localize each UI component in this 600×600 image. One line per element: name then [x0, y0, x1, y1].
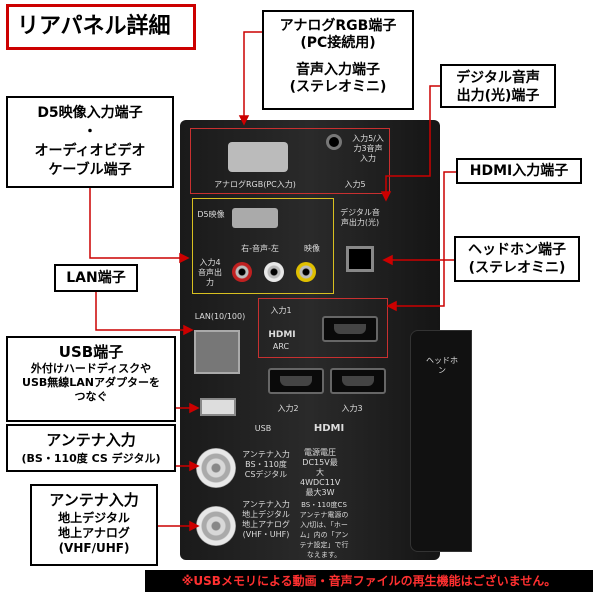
headphone-label: ヘッドホン: [426, 356, 458, 375]
callout-antenna-bs: アンテナ入力 (BS・110度 CS デジタル): [6, 424, 176, 472]
antenna-ter-title: アンテナ入力: [49, 491, 139, 509]
headphone-line1: ヘッドホン端子: [468, 242, 566, 258]
hdmi-port-1: [322, 316, 378, 342]
usb-label: USB: [254, 424, 272, 433]
leader-lan: [95, 292, 188, 331]
rca-yellow-jack: [296, 262, 316, 282]
callout-hdmi-in: HDMI入力端子: [456, 158, 582, 184]
antenna-bs-sub: (BS・110度 CS デジタル): [21, 452, 161, 465]
d5-label: D5映像: [197, 210, 225, 219]
antenna-bs-connector: [196, 448, 236, 488]
d5-line3: オーディオビデオ: [34, 143, 146, 159]
callout-analog-rgb: アナログRGB端子 (PC接続用) 音声入力端子 (ステレオミニ): [262, 10, 414, 110]
antenna-terrestrial-connector: [196, 506, 236, 546]
lan-port: [194, 330, 240, 374]
callout-d5: D5映像入力端子 ・ オーディオビデオ ケーブル端子: [6, 96, 174, 188]
lan-label: LAN(10/100): [194, 312, 246, 321]
usb-port: [200, 398, 236, 416]
rca-white-jack: [264, 262, 284, 282]
arc-label: ARC: [272, 342, 290, 351]
leader-digital-audio: [385, 85, 440, 198]
input2-label: 入力2: [277, 404, 299, 413]
digital-audio-line2: 出力(光)端子: [456, 88, 540, 104]
rca-label: 右-音声-左: [241, 244, 279, 253]
input5-audio-label: 入力5/入力3音声入力: [352, 134, 384, 163]
leader-hdmi-in: [392, 171, 456, 307]
usb-title: USB端子: [58, 343, 124, 361]
leader-analog-rgb: [243, 31, 262, 122]
power-label: 電源電圧DC15V最大4WDC11V最大3W: [300, 448, 341, 497]
d5-frame: [192, 198, 334, 294]
audio-in-jack: [326, 134, 342, 150]
hdmi-port-2: [268, 368, 324, 394]
hdmi-logo-2: HDMI: [313, 423, 345, 434]
analog-rgb-port: [228, 142, 288, 172]
antenna-bs-label: アンテナ入力BS・110度CSデジタル: [242, 450, 290, 479]
optical-port: [346, 246, 374, 272]
hdmi-logo-1: HDMI: [268, 330, 296, 340]
notice-banner: ※USBメモリによる動画・音声ファイルの再生機能はございません。: [145, 570, 593, 592]
callout-lan: LAN端子: [54, 264, 138, 292]
d5-port: [232, 208, 278, 228]
analog-rgb-line2: (PC接続用): [300, 35, 376, 51]
digital-audio-label: デジタル音声出力(光): [340, 208, 380, 227]
analog-rgb-frame: [190, 128, 390, 194]
audio-in-line1: 音声入力端子: [296, 62, 380, 78]
input4-label: 入力4音声出力: [198, 258, 222, 287]
input3-label: 入力3: [341, 404, 363, 413]
antenna-ter-line2: 地上アナログ: [58, 526, 130, 540]
callout-antenna-terrestrial: アンテナ入力 地上デジタル 地上アナログ (VHF/UHF): [30, 484, 158, 566]
usb-line3: つなぐ: [74, 390, 108, 403]
callout-digital-audio: デジタル音声 出力(光)端子: [440, 64, 556, 108]
d5-line2: ・: [83, 124, 97, 140]
usb-line2: USB無線LANアダプターを: [22, 376, 160, 389]
callout-usb: USB端子 外付けハードディスクや USB無線LANアダプターを つなぐ: [6, 336, 176, 422]
rca-red-jack: [232, 262, 252, 282]
antenna-ter-line3: (VHF/UHF): [58, 541, 130, 555]
bs-note-label: BS・110度CSアンテナ電源の入/切は、「ホーム」内の「アンテナ設定」で行なえ…: [299, 501, 349, 559]
digital-audio-line1: デジタル音声: [456, 70, 540, 86]
leader-d5: [89, 188, 184, 259]
video-label: 映像: [304, 244, 320, 253]
panel-side: [410, 330, 472, 552]
callout-headphone: ヘッドホン端子 (ステレオミニ): [454, 236, 580, 282]
d5-line1: D5映像入力端子: [37, 105, 143, 121]
input5-label: 入力5: [344, 180, 366, 189]
antenna-terrestrial-label: アンテナ入力地上デジタル地上アナログ(VHF・UHF): [242, 500, 290, 539]
antenna-ter-line1: 地上デジタル: [58, 511, 130, 525]
hdmi-port-3: [330, 368, 386, 394]
headphone-line2: (ステレオミニ): [468, 260, 566, 276]
usb-line1: 外付けハードディスクや: [30, 362, 152, 375]
page-title: リアパネル詳細: [6, 4, 196, 50]
analog-rgb-label: アナログRGB(PC入力): [214, 180, 296, 189]
analog-rgb-line1: アナログRGB端子: [279, 18, 397, 34]
input1-label: 入力1: [270, 306, 292, 315]
audio-in-line2: (ステレオミニ): [289, 79, 387, 95]
d5-line4: ケーブル端子: [48, 162, 132, 178]
antenna-bs-title: アンテナ入力: [46, 431, 136, 449]
hdmi-frame: [258, 298, 388, 358]
